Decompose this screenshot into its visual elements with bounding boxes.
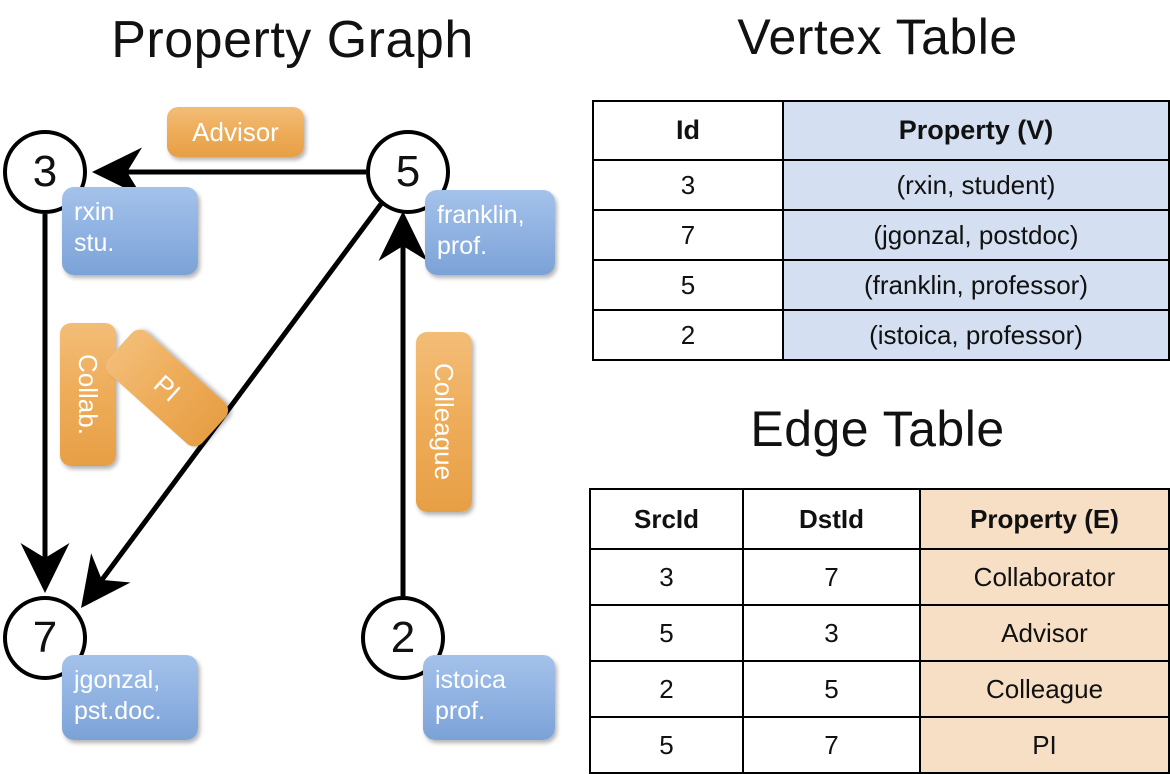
vertex-property-box-5[interactable]: franklin, prof.	[425, 190, 555, 275]
page-title-edge-table: Edge Table	[750, 401, 1005, 457]
vertex-property-5-line2: prof.	[437, 231, 488, 260]
vertex-cell-id: 3	[592, 159, 784, 211]
edge-cell-property: Collaborator	[919, 548, 1170, 606]
edge-table: SrcId DstId Property (E) 3 7 Collaborato…	[589, 488, 1170, 774]
edge-table-header-row: SrcId DstId Property (E)	[589, 488, 1170, 550]
vertex-table: Id Property (V) 3 (rxin, student) 7 (jgo…	[592, 100, 1170, 361]
edge-label-colleague-text: Colleague	[429, 363, 459, 481]
table-row[interactable]: 2 5 Colleague	[589, 660, 1170, 718]
edge-label-collaborator[interactable]: Collab.	[60, 323, 116, 466]
vertex-property-5-line1: franklin,	[437, 201, 525, 229]
graph-node-2-label: 2	[390, 613, 416, 662]
edge-label-pi-text: PI	[147, 368, 187, 408]
vertex-property-2-line1: istoica	[435, 666, 506, 694]
graph-node-3-label: 3	[32, 147, 58, 196]
edge-cell-property: PI	[919, 716, 1170, 774]
vertex-property-2-line2: prof.	[435, 696, 486, 725]
graph-edges-layer	[20, 147, 428, 609]
page-title-property-graph: Property Graph	[111, 11, 474, 69]
edge-cell-dstid: 7	[742, 548, 921, 606]
vertex-property-box-3[interactable]: rxin stu.	[62, 187, 198, 275]
edge-cell-dstid: 3	[742, 604, 921, 662]
table-row[interactable]: 3 (rxin, student)	[592, 159, 1170, 211]
edge-cell-dstid: 7	[742, 716, 921, 774]
edge-5-to-7-pi	[81, 202, 384, 609]
page-title-vertex-table: Vertex Table	[737, 9, 1018, 65]
edge-cell-property: Advisor	[919, 604, 1170, 662]
edge-label-advisor[interactable]: Advisor	[167, 107, 304, 157]
graph-node-2[interactable]: 2	[361, 596, 445, 680]
property-graph-panel: Property Graph 3 5 7 2 rxin stu. frankli…	[0, 0, 585, 760]
vertex-cell-property: (franklin, professor)	[782, 259, 1170, 311]
vertex-cell-id: 7	[592, 209, 784, 261]
graph-node-5-label: 5	[395, 147, 421, 196]
edge-cell-srcid: 5	[589, 604, 744, 662]
edge-label-collaborator-text: Collab.	[73, 354, 103, 435]
vertex-table-header-id: Id	[592, 100, 784, 161]
vertex-property-7-line2: pst.doc.	[74, 696, 162, 725]
edge-cell-dstid: 5	[742, 660, 921, 718]
edge-label-advisor-text: Advisor	[192, 117, 279, 147]
vertex-table-header-row: Id Property (V)	[592, 100, 1170, 161]
vertex-property-3-line1: rxin	[74, 198, 115, 226]
table-row[interactable]: 7 (jgonzal, postdoc)	[592, 209, 1170, 261]
edge-table-header-property: Property (E)	[919, 488, 1170, 550]
table-row[interactable]: 5 (franklin, professor)	[592, 259, 1170, 311]
table-row[interactable]: 5 7 PI	[589, 716, 1170, 774]
vertex-cell-property: (istoica, professor)	[782, 309, 1170, 361]
edge-table-header-dstid: DstId	[742, 488, 921, 550]
edge-cell-srcid: 5	[589, 716, 744, 774]
vertex-table-header-property: Property (V)	[782, 100, 1170, 161]
table-row[interactable]: 5 3 Advisor	[589, 604, 1170, 662]
table-row[interactable]: 3 7 Collaborator	[589, 548, 1170, 606]
vertex-cell-id: 5	[592, 259, 784, 311]
vertex-cell-property: (rxin, student)	[782, 159, 1170, 211]
table-row[interactable]: 2 (istoica, professor)	[592, 309, 1170, 361]
edge-cell-property: Colleague	[919, 660, 1170, 718]
graph-node-7-label: 7	[32, 613, 58, 662]
vertex-cell-id: 2	[592, 309, 784, 361]
vertex-cell-property: (jgonzal, postdoc)	[782, 209, 1170, 261]
vertex-property-box-2[interactable]: istoica prof.	[423, 655, 555, 740]
edge-cell-srcid: 3	[589, 548, 744, 606]
vertex-property-7-line1: jgonzal,	[74, 666, 161, 694]
vertex-property-3-line2: stu.	[74, 228, 115, 257]
vertex-property-box-7[interactable]: jgonzal, pst.doc.	[62, 655, 198, 740]
edge-cell-srcid: 2	[589, 660, 744, 718]
edge-table-header-srcid: SrcId	[589, 488, 744, 550]
edge-label-colleague[interactable]: Colleague	[416, 332, 472, 512]
